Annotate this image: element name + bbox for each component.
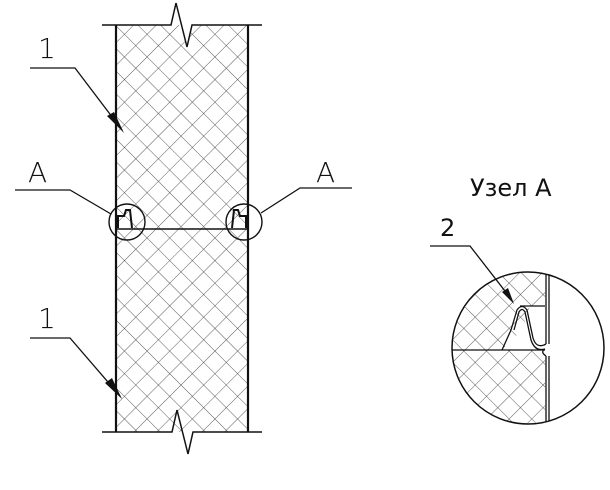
panel-top [116,25,248,229]
label-node-left: A [28,156,47,189]
label-panel-bottom: 1 [38,302,56,335]
label-node-right: A [316,156,335,189]
lock-profile-left [117,209,133,229]
detail-title: Узел А [470,174,552,202]
leader-panel-top [30,67,123,131]
break-line-bottom [102,409,262,455]
detail-node-a [452,272,550,424]
label-panel-top: 1 [38,32,56,65]
arrow-panel-top [107,112,124,133]
leader-detail-callout [430,245,513,301]
leader-panel-bottom [30,337,121,397]
node-circle-left [108,203,146,241]
detail-circle [451,271,605,425]
arrow-panel-bottom [105,378,122,399]
arrow-detail-callout [502,288,514,304]
node-circle-right [225,203,263,241]
leader-node-left [15,189,112,215]
leader-node-right [260,187,352,214]
panel-bottom [116,229,248,432]
lock-profile-right [231,209,247,229]
break-line-top [102,2,262,48]
detail-callout-number: 2 [440,214,455,242]
